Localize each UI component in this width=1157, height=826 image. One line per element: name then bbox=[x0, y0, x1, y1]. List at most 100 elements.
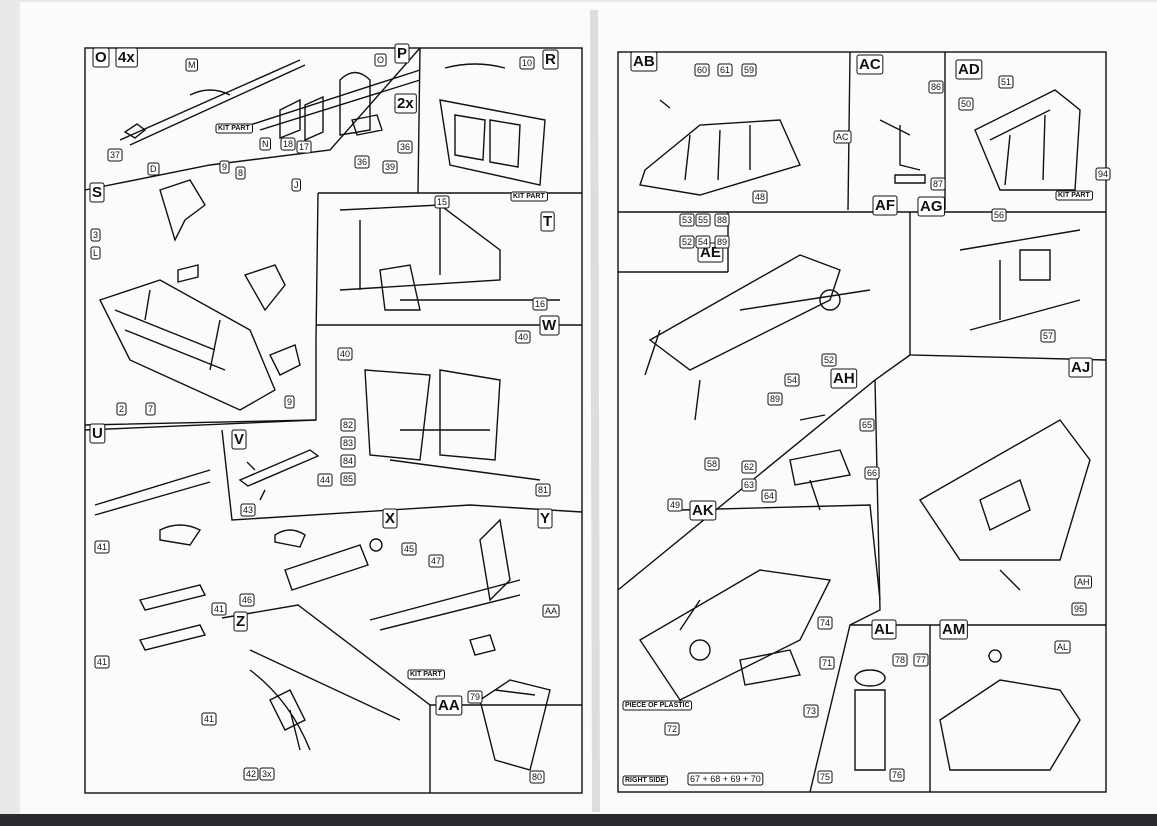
part-number-74: 74 bbox=[820, 618, 830, 628]
part-number-51-box bbox=[998, 75, 1014, 89]
step-r-header: R bbox=[545, 51, 556, 68]
part-number-d: D bbox=[150, 164, 157, 174]
part-number-89: 89 bbox=[717, 237, 727, 247]
af-helicopter-art bbox=[644, 254, 871, 421]
part-number-2: 2 bbox=[119, 404, 124, 414]
part-number-46: 46 bbox=[242, 595, 252, 605]
step-ad-header: AD bbox=[958, 61, 980, 78]
part-number-40-box bbox=[337, 347, 353, 361]
part-number-83-box bbox=[340, 436, 356, 450]
part-number-49: 49 bbox=[670, 500, 680, 510]
part-number-al-box bbox=[1054, 640, 1071, 654]
step-w-header: W bbox=[542, 317, 557, 334]
part-number-aa: AA bbox=[545, 606, 557, 616]
part-number-52-box bbox=[821, 353, 837, 367]
part-number-77-box bbox=[913, 653, 929, 667]
part-number-7: 7 bbox=[148, 404, 153, 414]
divider-ah bbox=[679, 504, 881, 601]
step-ak-header-box bbox=[689, 500, 717, 521]
part-number-84: 84 bbox=[343, 456, 353, 466]
part-number-85-box bbox=[340, 472, 356, 486]
step-x-header-box bbox=[382, 508, 398, 529]
part-number-53-box bbox=[679, 213, 695, 227]
part-number-n-box bbox=[259, 137, 271, 151]
part-number-36-box bbox=[354, 155, 370, 169]
step-p-quantity-box bbox=[394, 93, 417, 114]
part-number-52: 52 bbox=[824, 355, 834, 365]
part-number-48: 48 bbox=[755, 192, 765, 202]
left-page bbox=[84, 47, 583, 794]
step-p-header: P bbox=[397, 45, 407, 62]
part-number-43-box bbox=[240, 503, 256, 517]
part-number-78: 78 bbox=[895, 655, 905, 665]
note-y: KIT PART bbox=[410, 671, 442, 678]
step-am-header: AM bbox=[942, 621, 965, 638]
part-number-51: 51 bbox=[1001, 77, 1011, 87]
part-number-81: 81 bbox=[538, 485, 548, 495]
part-number-17-box bbox=[296, 140, 312, 154]
part-number-37: 37 bbox=[110, 150, 120, 160]
step-o-quantity: 4x bbox=[118, 49, 135, 66]
part-number-41-box bbox=[94, 655, 110, 669]
step-aa-header-box bbox=[435, 695, 463, 716]
step-s-header-box bbox=[89, 182, 105, 203]
part-number-82-box bbox=[340, 418, 356, 432]
aj-cockpit-art bbox=[919, 419, 1091, 591]
part-number-60-box bbox=[694, 63, 710, 77]
part-number-ah-box bbox=[1074, 575, 1093, 589]
part-number-o: O bbox=[377, 55, 384, 65]
part-number-78-box bbox=[892, 653, 908, 667]
ab-canopy-art bbox=[639, 99, 801, 196]
part-number-59-box bbox=[741, 63, 757, 77]
part-number-79-box bbox=[467, 690, 483, 704]
ak-helicopter-art bbox=[639, 569, 832, 701]
step-y-header: Y bbox=[540, 510, 550, 527]
part-number-43: 43 bbox=[243, 505, 253, 515]
part-number-72-box bbox=[664, 722, 680, 736]
divider-ag bbox=[909, 212, 1107, 361]
part-number-44: 44 bbox=[320, 475, 330, 485]
part-number-39-box bbox=[382, 160, 398, 174]
step-al-header-box bbox=[871, 619, 897, 640]
note-p: KIT PART bbox=[218, 125, 250, 132]
part-number-56-box bbox=[991, 208, 1007, 222]
u-rocket-pod-art bbox=[94, 469, 211, 651]
part-number-39: 39 bbox=[385, 162, 395, 172]
part-number-36: 36 bbox=[400, 142, 410, 152]
part-number-77: 77 bbox=[916, 655, 926, 665]
step-al-header: AL bbox=[874, 621, 894, 638]
step-o-header: O bbox=[95, 49, 107, 66]
part-number-54: 54 bbox=[787, 375, 797, 385]
part-number-50-box bbox=[958, 97, 974, 111]
part-number-87: 87 bbox=[933, 179, 943, 189]
part-number-d-box bbox=[147, 162, 160, 176]
part-number-89: 89 bbox=[770, 394, 780, 404]
note-ak-box bbox=[622, 700, 693, 711]
part-number-95-box bbox=[1071, 602, 1087, 616]
part-number-53: 53 bbox=[682, 215, 692, 225]
step-t-header-box bbox=[540, 211, 555, 232]
part-number-18-box bbox=[280, 137, 296, 151]
part-number-82: 82 bbox=[343, 420, 353, 430]
part-number-al: AL bbox=[1057, 642, 1068, 652]
am-part-art bbox=[939, 649, 1081, 771]
step-ag-header: AG bbox=[920, 198, 943, 215]
part-number-71-box bbox=[819, 656, 835, 670]
divider-u-top bbox=[84, 419, 317, 431]
part-number-36-box bbox=[397, 140, 413, 154]
part-number-41-box bbox=[211, 602, 227, 616]
part-number-76-box bbox=[889, 768, 905, 782]
note-r: KIT PART bbox=[513, 193, 545, 200]
part-number-15-box bbox=[434, 195, 450, 209]
part-number-10: 10 bbox=[522, 58, 532, 68]
divider-v-x bbox=[221, 429, 583, 521]
part-number-40: 40 bbox=[340, 349, 350, 359]
step-u-header-box bbox=[89, 423, 106, 444]
part-number-73-box bbox=[803, 704, 819, 718]
part-number-46-box bbox=[239, 593, 255, 607]
part-number-42-box bbox=[243, 767, 259, 781]
part-number-9-box bbox=[284, 395, 295, 409]
part-number-40: 40 bbox=[518, 332, 528, 342]
part-number-41-box bbox=[94, 540, 110, 554]
step-ab-header-box bbox=[630, 51, 658, 72]
